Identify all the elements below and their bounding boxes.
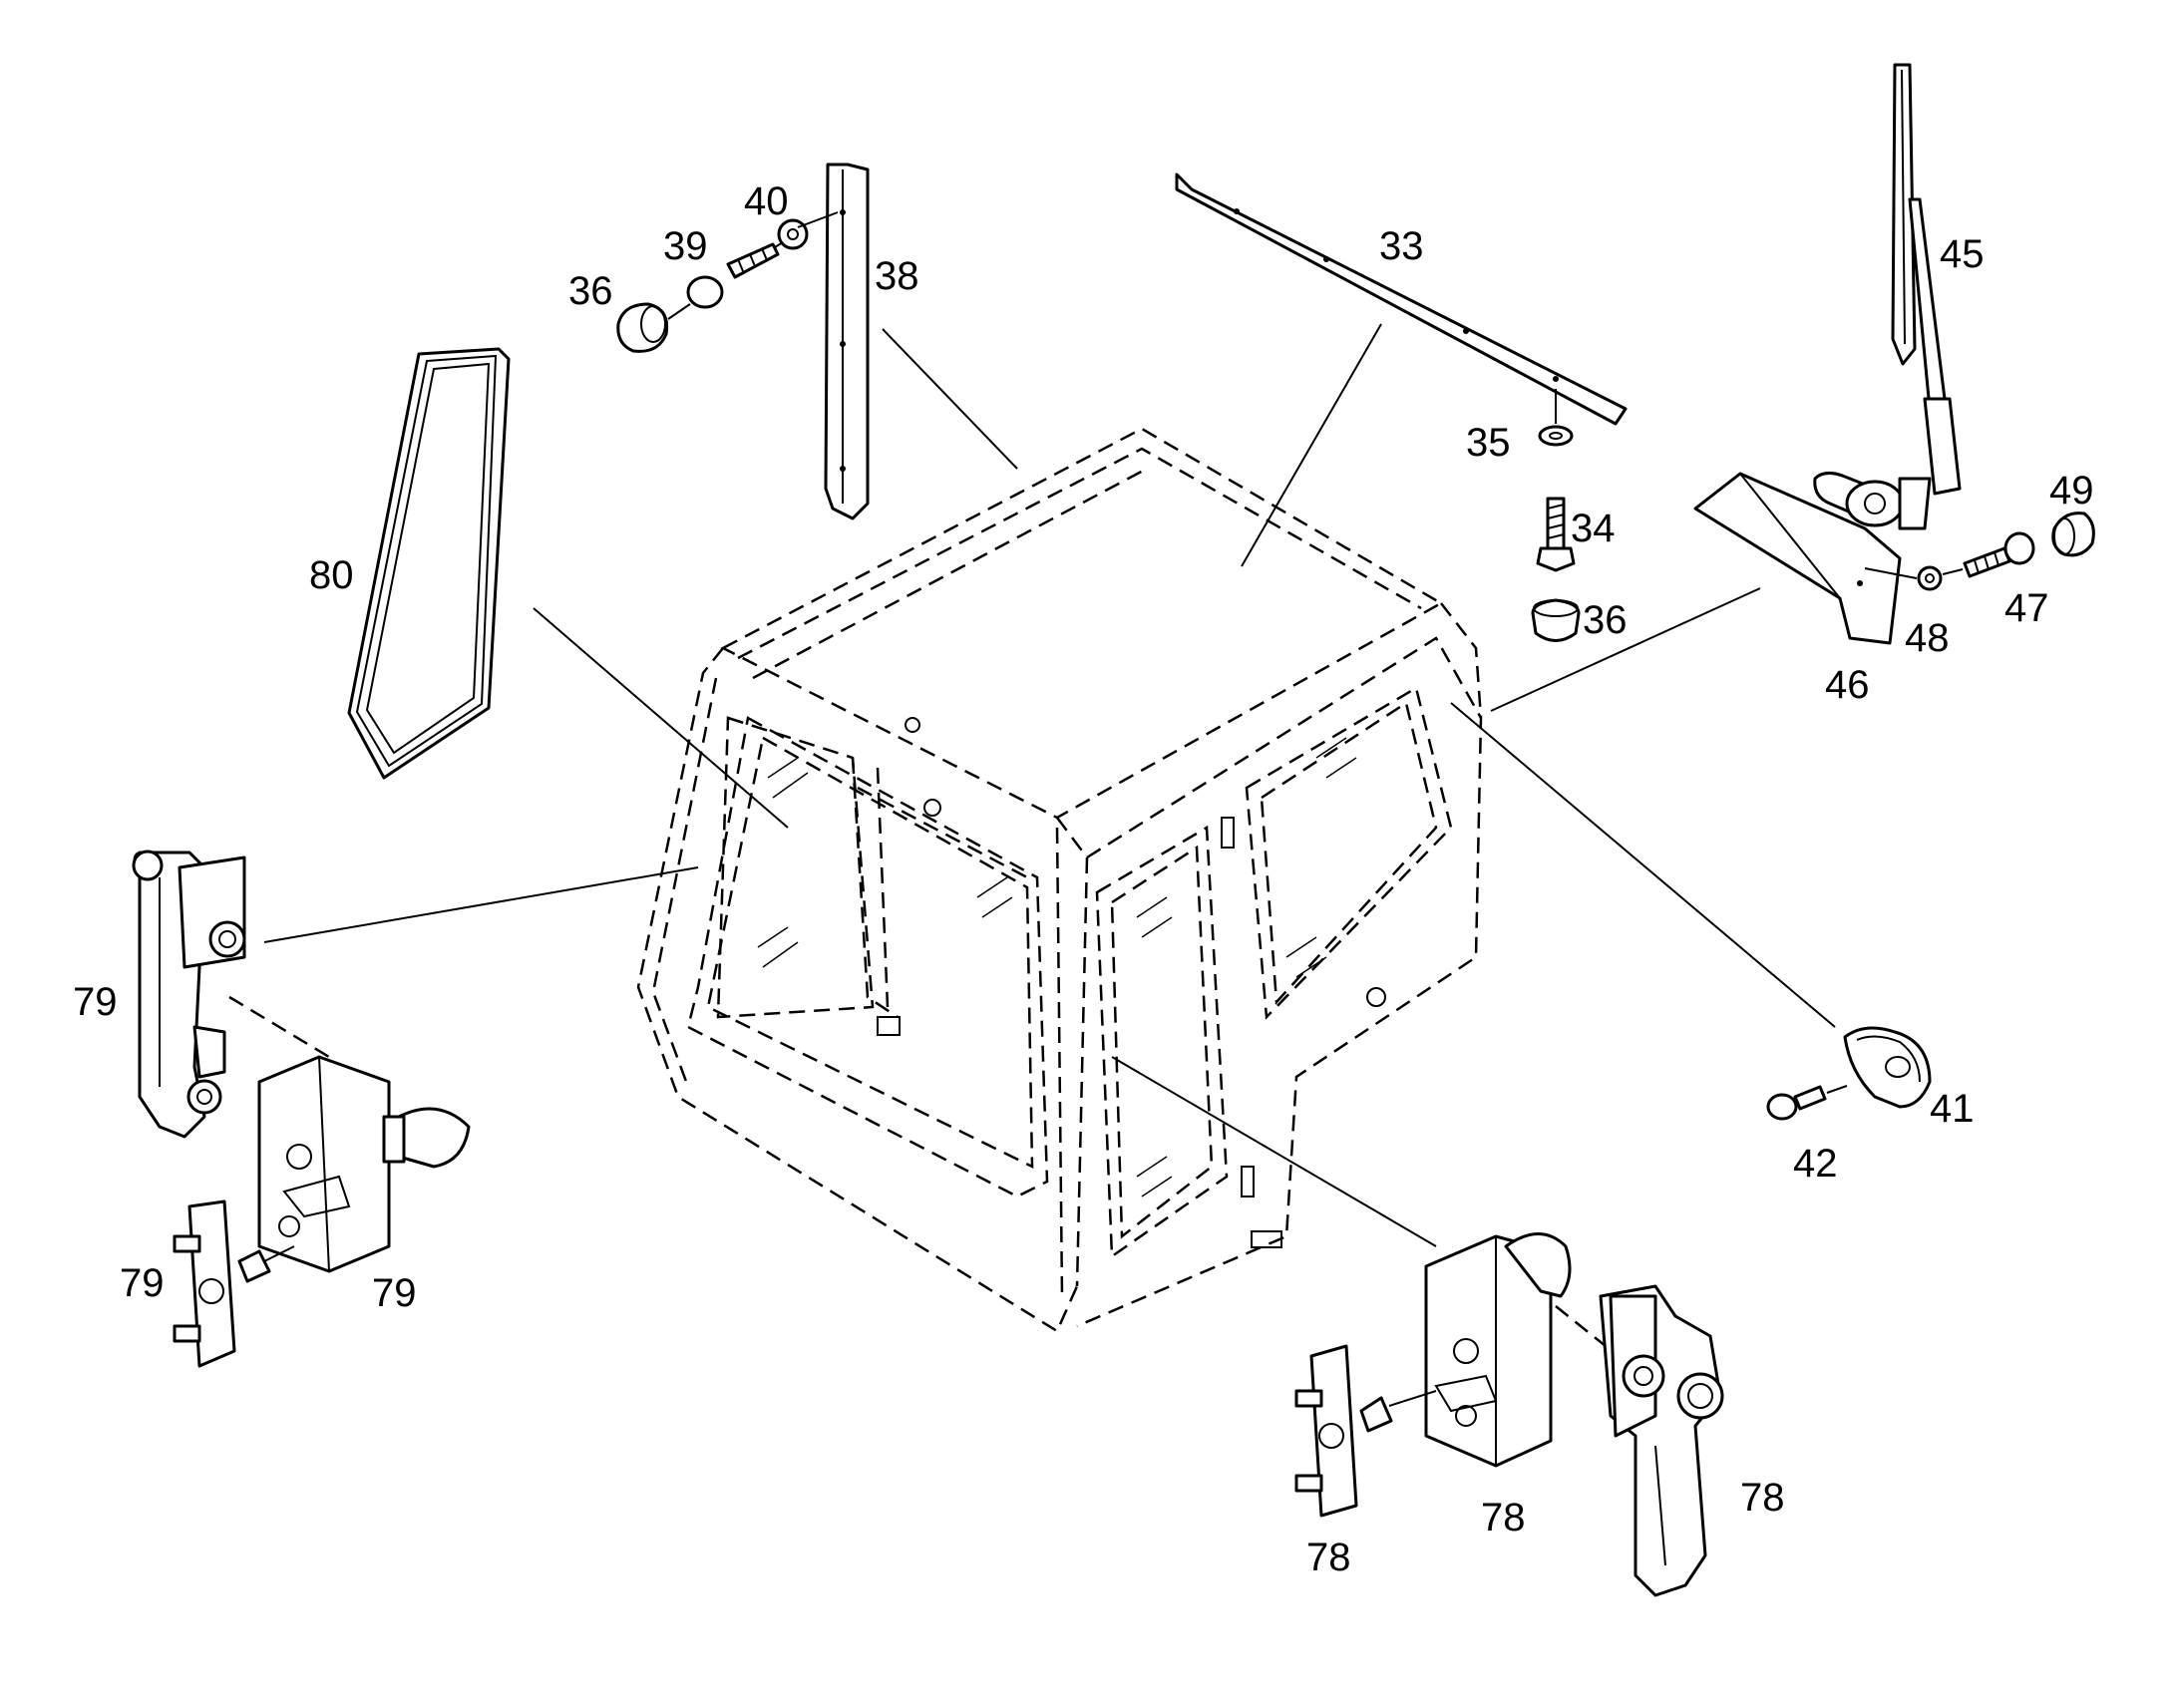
part-48-washer — [1864, 565, 1943, 591]
label-36-top: 36 — [568, 269, 613, 313]
part-36-cap-top — [616, 302, 691, 353]
part-45-wiper-arm — [1891, 63, 1962, 496]
part-46-wiper-housing — [1490, 472, 1932, 712]
label-34: 34 — [1571, 507, 1616, 550]
part-41-bracket — [1450, 702, 1932, 1109]
label-78-striker: 78 — [1306, 1536, 1351, 1579]
label-42: 42 — [1793, 1142, 1838, 1186]
label-80: 80 — [309, 553, 354, 597]
label-46: 46 — [1825, 663, 1870, 707]
label-40: 40 — [744, 179, 789, 223]
label-79-lock: 79 — [372, 1271, 417, 1315]
label-47: 47 — [2004, 586, 2049, 630]
part-79-lock-body — [257, 1055, 471, 1273]
part-78-lock-body — [1111, 1056, 1572, 1468]
label-78-lock: 78 — [1481, 1496, 1526, 1539]
part-33-roof-strip — [1175, 172, 1628, 567]
label-79-striker: 79 — [120, 1261, 165, 1305]
label-38: 38 — [875, 254, 919, 298]
part-35-washer — [1538, 389, 1574, 447]
part-78-door-handle — [1555, 1284, 1724, 1597]
label-79-handle: 79 — [73, 980, 118, 1024]
part-42-screw — [1766, 1085, 1848, 1121]
part-38-pillar-trim — [824, 163, 1018, 520]
part-40-washer — [777, 211, 839, 250]
part-34-bolt — [1536, 497, 1576, 572]
label-45: 45 — [1940, 232, 1985, 276]
part-49-cap — [2051, 512, 2095, 557]
label-78-handle: 78 — [1740, 1476, 1785, 1520]
label-48: 48 — [1905, 616, 1950, 660]
part-47-screw — [1942, 531, 2035, 578]
label-41: 41 — [1930, 1087, 1975, 1131]
cab-body — [636, 427, 1483, 1333]
part-80-window-seal — [347, 347, 789, 829]
part-39-screw — [686, 241, 784, 309]
part-36-cap-roof — [1531, 598, 1581, 642]
part-78-striker-plate — [1294, 1344, 1437, 1518]
part-79-door-handle — [132, 850, 699, 1139]
part-79-striker-plate — [173, 1199, 295, 1368]
label-39: 39 — [663, 224, 708, 268]
label-36-roof: 36 — [1583, 598, 1628, 642]
part-labels: 33 35 34 36 38 40 39 36 80 45 49 47 48 4… — [73, 179, 2094, 1579]
label-33: 33 — [1379, 224, 1424, 268]
label-49: 49 — [2049, 469, 2094, 512]
label-35: 35 — [1466, 421, 1511, 465]
